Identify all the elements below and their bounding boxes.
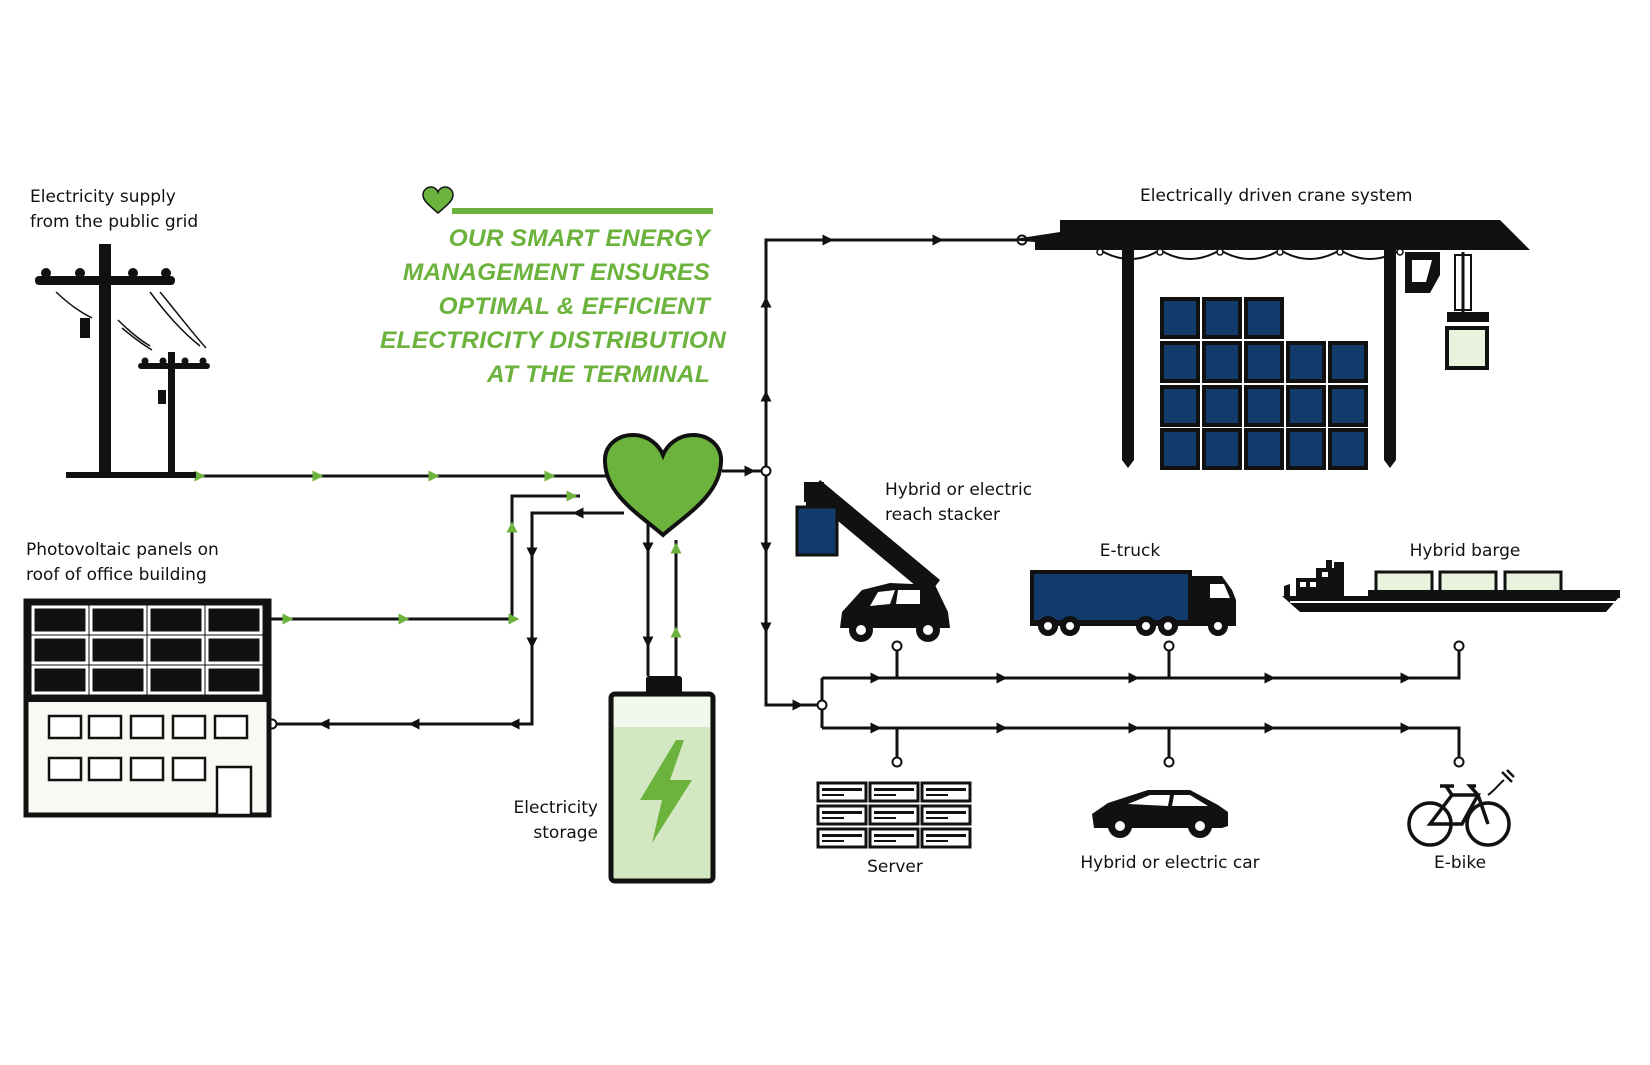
grid-label: Electricity supply from the public grid [30,185,198,235]
headline-heart-icon [422,186,454,214]
server-rack-icon [816,781,972,849]
gantry-crane-icon [1008,220,1530,470]
stacker-label-line-1: Hybrid or electric [885,480,1033,500]
stacker-label: Hybrid or electric reach stacker [885,478,1032,528]
ebike-label: E-bike [1433,853,1487,873]
pv-label-line-2: roof of office building [26,565,207,585]
headline: OUR SMART ENERGY MANAGEMENT ENSURES OPTI… [380,222,726,392]
heart-icon [602,432,724,538]
headline-line-1: OUR SMART ENERGY [448,225,710,252]
headline-line-2: MANAGEMENT ENSURES [402,259,710,286]
battery-icon [608,676,716,884]
power-pole-icon [35,244,210,478]
crane-label: Electrically driven crane system [1140,186,1413,206]
barge-icon [1282,560,1620,612]
pv-label-line-1: Photovoltaic panels on [26,540,219,560]
storage-label-line-2: storage [533,823,598,843]
office-building-with-solar-panels-icon [23,598,272,818]
headline-line-3: OPTIMAL & EFFICIENT [438,293,710,320]
etruck-label: E-truck [1099,541,1161,561]
car-label: Hybrid or electric car [1080,853,1260,873]
e-bike-icon [1407,769,1515,847]
grid-label-line-2: from the public grid [30,212,199,232]
storage-label-line-1: Electricity [513,798,598,818]
reach-stacker-icon [795,480,950,642]
connector-nodes [266,234,1465,768]
barge-label: Hybrid barge [1409,541,1521,561]
server-label: Server [867,857,923,877]
pv-label: Photovoltaic panels on roof of office bu… [26,538,219,588]
grid-label-line-1: Electricity supply [30,187,176,207]
headline-line-5: AT THE TERMINAL [486,361,710,388]
car-icon [1092,790,1228,838]
storage-label: Electricity storage [478,796,598,846]
truck-icon [1030,570,1236,636]
headline-line-4: ELECTRICITY DISTRIBUTION [380,327,726,354]
stacker-label-line-2: reach stacker [885,505,1000,525]
